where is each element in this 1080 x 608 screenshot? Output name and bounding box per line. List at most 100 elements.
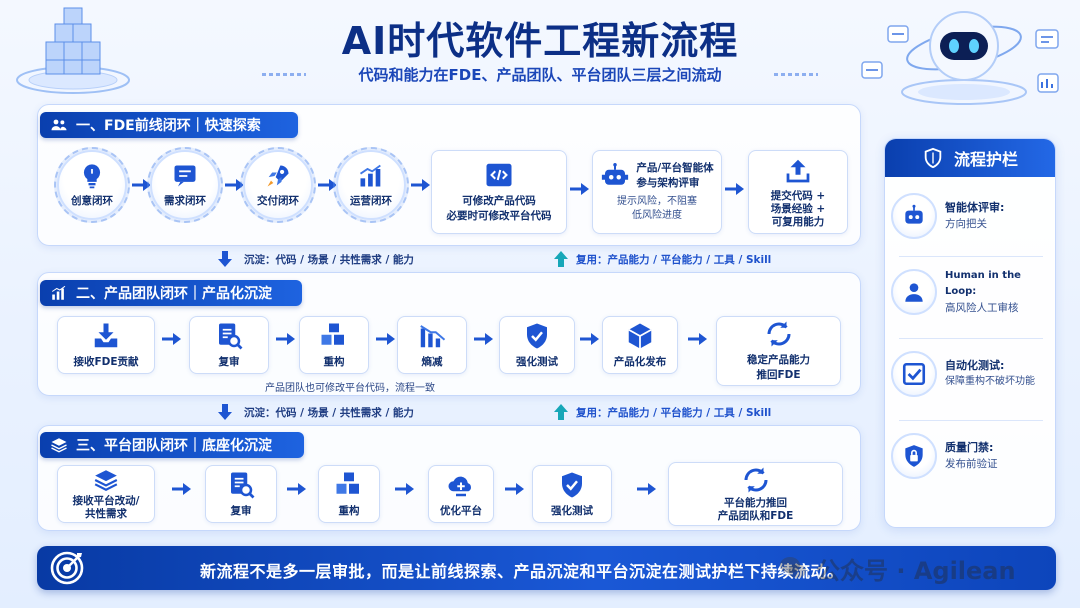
section-3-label-text: 三、平台团队闭环｜底座化沉淀 [76, 438, 272, 454]
upload-icon [786, 159, 810, 182]
flow-arrow [570, 182, 590, 196]
inbox-download-icon [94, 323, 118, 347]
platform-final-line-1: 平台能力推回 [724, 497, 787, 509]
flow-arrow [725, 182, 745, 196]
flow-arrow [411, 178, 431, 192]
target-icon [50, 551, 84, 585]
bottom-banner: 新流程不是多一层审批，而是让前线探索、产品沉淀和平台沉淀在测试护栏下持续流动。 [37, 546, 1056, 590]
guardrail-agent-review: 智能体评审: 方向把关 [891, 191, 1051, 241]
entropy-reduce-card: 熵减 [397, 316, 467, 374]
subtitle-deco-right [774, 73, 818, 76]
section-2-note: 产品团队也可修改平台代码，流程一致 [265, 383, 435, 394]
guardrail-title: 智能体评审: [945, 201, 1005, 214]
layers-icon [51, 438, 67, 453]
submit-card: 提交代码 + 场景经验 + 可复用能力 [748, 150, 848, 234]
receive-platform-card: 接收平台改动/ 共性需求 [57, 465, 155, 523]
receive-fde-card: 接收FDE贡献 [57, 316, 155, 374]
modify-line-2: 必要时可修改平台代码 [446, 210, 552, 222]
loop-label: 交付闭环 [257, 195, 299, 207]
flow-arrow [376, 332, 396, 346]
guardrails-header: 流程护栏 [885, 139, 1055, 177]
review-title-1: 产品/平台智能体 [636, 162, 714, 174]
lock-shield-icon [905, 445, 923, 467]
stable-capability-card: 稳定产品能力 推回FDE [716, 316, 841, 386]
shield-check-icon [562, 472, 582, 497]
flow-arrow [688, 332, 708, 346]
step-label: 重构 [338, 504, 360, 517]
cube-stack-illustration [16, 7, 130, 94]
flow-arrow [637, 482, 657, 496]
flow-arrow [162, 332, 182, 346]
step-label: 优化平台 [440, 504, 482, 517]
guardrails-panel: 流程护栏 智能体评审: 方向把关 Human in the Loop: 高风险人… [884, 138, 1056, 528]
section-3-label: 三、平台团队闭环｜底座化沉淀 [40, 432, 304, 458]
rocket-icon [267, 165, 289, 187]
guardrail-auto-test: 自动化测试: 保障重构不破坏功能 [891, 349, 1051, 399]
loop-label: 需求闭环 [164, 195, 206, 207]
arrow-down-icon [218, 251, 232, 267]
section-2-label-text: 二、产品团队闭环｜产品化沉淀 [76, 286, 272, 302]
guardrail-desc: 发布前验证 [945, 458, 998, 470]
final-line-1: 稳定产品能力 [747, 354, 810, 366]
submit-line-2: 场景经验 + [770, 202, 826, 215]
guardrail-title: Human in the Loop: [945, 270, 1021, 297]
flow-arrow [505, 482, 525, 496]
guardrail-quality-gate: 质量门禁: 发布前验证 [891, 431, 1051, 481]
loop-operation: 运营闭环 [333, 147, 409, 223]
chart-up-icon [51, 285, 66, 300]
final-line-2: 推回FDE [756, 369, 801, 381]
step-label: 产品化发布 [613, 355, 667, 368]
guardrail-title: 质量门禁: [945, 441, 994, 454]
step-label: 熵减 [421, 355, 443, 368]
platform-review-card: 复审 [205, 465, 277, 523]
chat-doc-icon [174, 165, 196, 187]
robot-icon [602, 163, 629, 185]
reuse-label: 复用： [576, 406, 608, 419]
agent-review-card: 产品/平台智能体 参与架构评审 提示风险，不阻塞 低风险进度 [592, 150, 722, 234]
step-label: 复审 [230, 504, 252, 517]
flow-arrow [287, 482, 307, 496]
platform-refactor-card: 重构 [318, 465, 380, 523]
platform-test-card: 强化测试 [532, 465, 612, 523]
platform-final-line-2: 产品团队和FDE [717, 510, 794, 522]
section-1-label: 一、FDE前线闭环｜快速探索 [40, 112, 298, 138]
page-title: AI时代软件工程新流程 [341, 19, 739, 63]
between-1-sediment: 沉淀：代码 / 场景 / 共性需求 / 能力 [216, 250, 414, 268]
divider [899, 256, 1043, 257]
subtitle-deco-left [262, 73, 306, 76]
reuse-text: 产品能力 / 平台能力 / 工具 / Skill [607, 406, 772, 419]
guardrails-title: 流程护栏 [953, 150, 1018, 169]
productize-release-card: 产品化发布 [602, 316, 678, 374]
review-note-1: 提示风险，不阻塞 [617, 196, 697, 207]
between-1-reuse: 复用：产品能力 / 平台能力 / 工具 / Skill [552, 250, 771, 268]
refresh-icon [744, 467, 767, 493]
step-label: 复审 [218, 355, 240, 368]
modify-line-1: 可修改产品代码 [462, 195, 536, 207]
section-2-label: 二、产品团队闭环｜产品化沉淀 [40, 280, 302, 306]
flow-arrow [172, 482, 192, 496]
flow-arrow [395, 482, 415, 496]
loop-delivery: 交付闭环 [240, 147, 316, 223]
flow-arrow [580, 332, 600, 346]
flow-arrow [474, 332, 494, 346]
blocks-icon [336, 472, 359, 494]
arrow-up-icon [554, 404, 568, 420]
divider [899, 338, 1043, 339]
step-label: 接收FDE贡献 [73, 355, 139, 368]
checkbox-icon [902, 362, 926, 386]
loop-requirement: 需求闭环 [147, 147, 223, 223]
chart-down-icon [420, 324, 446, 347]
review-title-2: 参与架构评审 [636, 177, 700, 189]
product-test-card: 强化测试 [499, 316, 575, 374]
review-note-2: 低风险进度 [632, 210, 682, 221]
layers-stack-icon [94, 470, 118, 491]
page-subtitle: 代码和能力在FDE、产品团队、平台团队三层之间流动 [358, 66, 722, 84]
divider [899, 420, 1043, 421]
team-icon [51, 119, 67, 131]
guardrail-desc: 方向把关 [945, 218, 987, 230]
step-label: 重构 [323, 355, 345, 368]
submit-line-3: 可复用能力 [771, 215, 825, 228]
reuse-label: 复用： [576, 253, 608, 266]
product-review-card: 复审 [189, 316, 269, 374]
doc-search-icon [219, 323, 243, 349]
